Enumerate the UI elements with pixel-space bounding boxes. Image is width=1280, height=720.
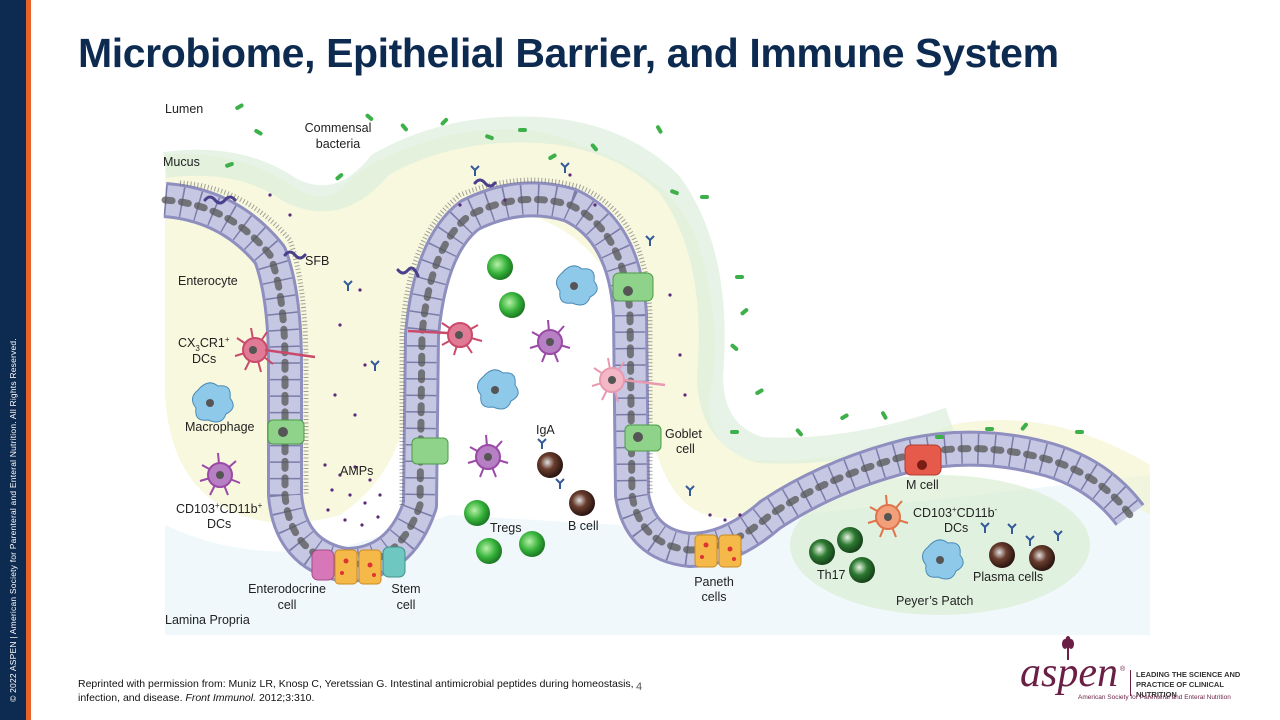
label-enterodocrine-2: cell	[278, 598, 297, 612]
label-commensal-1: Commensal	[305, 121, 372, 135]
logo-subtitle: American Society for Parenteral and Ente…	[1078, 694, 1231, 701]
mucus-outer-glow	[163, 116, 955, 464]
logo-divider	[1130, 670, 1131, 696]
label-amps: AMPs	[340, 464, 373, 478]
m-cell-nucleus	[917, 460, 927, 470]
label-sfb: SFB	[305, 254, 329, 268]
paneth-cells-left	[334, 549, 382, 585]
cx3cr1-dc-right	[591, 357, 666, 403]
enterodocrine-cell	[311, 549, 335, 581]
logo-registered-mark: ®	[1120, 666, 1126, 673]
treg-cell-1	[487, 254, 513, 280]
goblet-cell-middle	[411, 437, 449, 465]
label-lumen: Lumen	[165, 102, 203, 116]
treg-cell-4	[476, 538, 502, 564]
cd103-dc-left	[199, 452, 241, 496]
label-goblet-2: cell	[676, 442, 695, 456]
label-mucus: Mucus	[163, 155, 200, 169]
macrophage-cell-3	[922, 539, 964, 580]
label-m-cell: M cell	[906, 478, 939, 492]
treg-cell-3	[464, 500, 490, 526]
stem-cell	[382, 546, 406, 578]
m-cell	[904, 444, 942, 476]
b-cell-2	[569, 490, 595, 516]
b-cell-1	[537, 452, 563, 478]
macrophage-cell-2	[477, 369, 519, 410]
cd103-cd11b-neg-dc	[867, 494, 909, 538]
label-b-cell: B cell	[568, 519, 599, 533]
goblet-nucleus-right-2	[633, 432, 643, 442]
paneth-cells-right	[694, 534, 742, 568]
wheat-icon	[1062, 636, 1074, 660]
label-cd103-cd11b-neg: CD103+CD11b-	[913, 505, 998, 520]
th17-cell-3	[849, 557, 875, 583]
th17-cell-2	[837, 527, 863, 553]
label-commensal-2: bacteria	[316, 137, 361, 151]
label-iga: IgA	[536, 423, 555, 437]
goblet-cell-right-1	[612, 272, 654, 302]
label-cd103-dcs: DCs	[207, 517, 231, 531]
slide-title: Microbiome, Epithelial Barrier, and Immu…	[78, 30, 1059, 76]
label-plasma-cells: Plasma cells	[973, 570, 1043, 584]
macrophage-cell-left	[192, 382, 234, 423]
plasma-cell-1	[989, 542, 1015, 568]
left-sidebar-bar	[0, 0, 26, 720]
label-lamina-propria: Lamina Propria	[165, 613, 250, 627]
treg-cell-2	[499, 292, 525, 318]
cx3cr1-dc-middle	[407, 322, 483, 356]
intestinal-diagram: Lumen Commensal bacteria Mucus SFB Enter…	[161, 102, 1150, 635]
treg-cell-5	[519, 531, 545, 557]
page-number: 4	[636, 681, 643, 693]
label-th17: Th17	[817, 568, 846, 582]
label-peyers-patch: Peyer’s Patch	[896, 594, 973, 608]
cd103-dc-1	[529, 319, 571, 363]
citation: Reprinted with permission from: Muniz LR…	[78, 678, 634, 704]
sfb-bacteria	[203, 178, 497, 278]
iga-antibodies	[343, 162, 1063, 546]
label-paneth-1: Paneth	[694, 575, 734, 589]
label-paneth-2: cells	[701, 590, 726, 604]
label-enterocyte: Enterocyte	[178, 274, 238, 288]
label-enterodocrine-1: Enterodocrine	[248, 582, 326, 596]
label-cd103-neg-dcs: DCs	[944, 521, 968, 535]
left-sidebar-accent	[26, 0, 31, 720]
label-tregs: Tregs	[490, 521, 522, 535]
amp-dots	[268, 173, 742, 527]
label-cx3cr1-dcs: DCs	[192, 352, 216, 366]
copyright-notice: © 2022 ASPEN | American Society for Pare…	[8, 338, 18, 702]
macrophage-cell-1	[556, 265, 598, 306]
label-goblet-1: Goblet	[665, 427, 702, 441]
goblet-cell-right-2	[624, 424, 662, 452]
label-stem-1: Stem	[391, 582, 420, 596]
plasma-cell-2	[1029, 545, 1055, 571]
cd103-dc-2	[467, 434, 509, 478]
goblet-nucleus-left	[278, 427, 288, 437]
cx3cr1-dc-left	[234, 327, 316, 373]
label-stem-2: cell	[397, 598, 416, 612]
label-cd103-cd11b-pos: CD103+CD11b+	[176, 501, 263, 516]
th17-cell-1	[809, 539, 835, 565]
commensal-bacteria	[225, 103, 1084, 439]
mucus-layer	[165, 129, 1150, 523]
goblet-nucleus-right-1	[623, 286, 633, 296]
label-macrophage: Macrophage	[185, 420, 255, 434]
label-cx3cr1: CX3CR1+	[178, 335, 230, 353]
logo-wordmark: aspen	[1020, 650, 1118, 696]
